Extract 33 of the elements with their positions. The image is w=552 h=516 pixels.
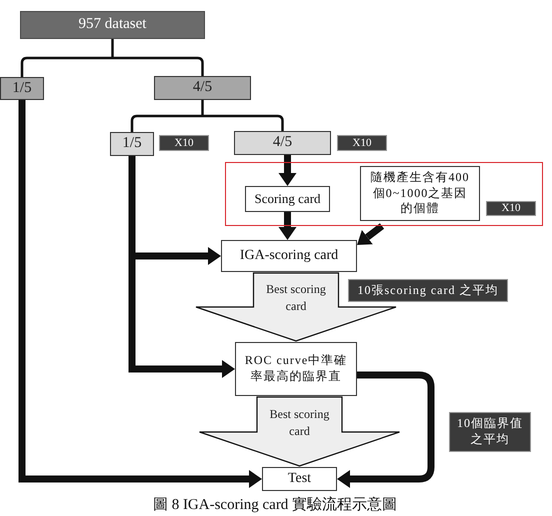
block-arrow — [195, 272, 397, 342]
split-box: 1/5 — [110, 132, 154, 156]
note-box: 10個臨界值之平均 — [449, 412, 531, 452]
note-box: 10張scoring card 之平均 — [348, 279, 508, 302]
bracket-line — [202, 114, 284, 131]
bracket-line — [112, 56, 204, 76]
repeat-tag: X10 — [486, 201, 536, 216]
process-box: Scoring card — [245, 186, 330, 212]
split-box: 1/5 — [0, 77, 44, 100]
process-box: IGA-scoring card — [221, 240, 357, 272]
split-box: 4/5 — [154, 76, 251, 100]
dataset-box: 957 dataset — [20, 11, 205, 39]
block-arrow — [198, 396, 400, 467]
arrow — [18, 100, 262, 488]
process-box: ROC curve中準確率最高的臨界直 — [235, 342, 357, 396]
bracket-line — [20, 56, 112, 77]
edge-label: Best scoring card — [265, 281, 327, 315]
process-box: 隨機產生含有400個0~1000之基因的個體 — [360, 166, 480, 221]
bracket-line — [111, 39, 114, 58]
repeat-tag: X10 — [159, 135, 209, 151]
repeat-tag: X10 — [337, 135, 387, 151]
arrow — [278, 212, 296, 240]
edge-label: Best scoring card — [268, 406, 330, 440]
result-box: Test — [262, 467, 337, 491]
arrow — [337, 372, 434, 488]
arrow — [278, 155, 296, 186]
arrow — [357, 223, 384, 245]
caption: 圖 8 IGA-scoring card 實驗流程示意圖 — [152, 495, 398, 515]
group-frame — [225, 162, 543, 226]
bracket-line — [201, 100, 204, 116]
split-box: 4/5 — [234, 131, 331, 155]
arrow — [128, 256, 235, 378]
bracket-line — [130, 114, 202, 132]
